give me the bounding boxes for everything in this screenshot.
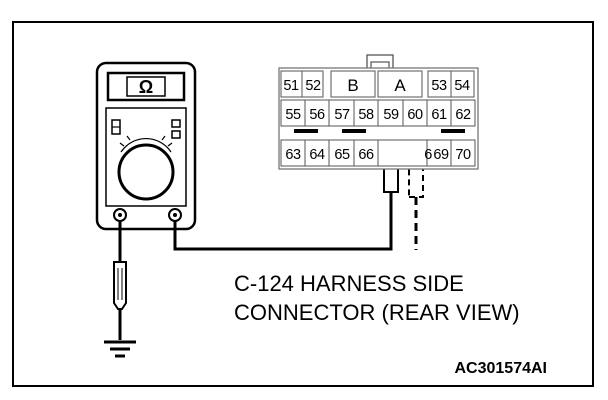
ground-lead: [104, 221, 136, 358]
pin-label-partial: 6: [424, 147, 432, 163]
pin-label-65: 65: [334, 147, 350, 163]
pin-label-69: 69: [433, 147, 449, 163]
meter-rotary-dial: [117, 143, 175, 201]
connector-bottom-row: 63 64 65 66 6 69 70: [280, 139, 476, 167]
multimeter: Ω: [95, 61, 197, 231]
ground-symbol-icon: [104, 340, 136, 358]
pin-label-60: 60: [407, 107, 423, 123]
section-label-a: A: [394, 76, 406, 95]
harness-connector: 51 52 B A 53 54 55 56 57 58 59 60 61 62: [278, 54, 479, 170]
pin-label-54: 54: [454, 78, 470, 94]
meter-mode-indicator-right-top: [171, 119, 181, 128]
caption-line-2: CONNECTOR (REAR VIEW): [234, 300, 520, 325]
ohm-symbol: Ω: [139, 77, 153, 97]
pin-label-66: 66: [358, 147, 374, 163]
meter-body: [95, 61, 197, 231]
pin-label-53: 53: [431, 78, 447, 94]
pin-label-58: 58: [358, 107, 374, 123]
ground-probe: [113, 261, 127, 310]
pin-label-59: 59: [383, 107, 399, 123]
pin-label-51: 51: [283, 78, 299, 94]
connector-middle-row: 55 56 57 58 59 60 61 62: [280, 99, 476, 127]
pin-label-63: 63: [285, 147, 301, 163]
pin-label-52: 52: [305, 78, 321, 94]
connector-header-row: 51 52 B A 53 54: [280, 70, 475, 98]
caption-line-1: C-124 HARNESS SIDE: [234, 271, 464, 296]
pin-label-70: 70: [455, 147, 471, 163]
meter-display: [106, 71, 186, 102]
figure-code: AC301574AI: [455, 360, 548, 377]
pin-label-61: 61: [431, 107, 447, 123]
pin-label-55: 55: [285, 107, 301, 123]
pin-label-57: 57: [334, 107, 350, 123]
pin-label-56: 56: [309, 107, 325, 123]
pin-label-62: 62: [455, 107, 471, 123]
diagram-border: [12, 21, 594, 387]
pin-label-64: 64: [309, 147, 325, 163]
connector-lock-bars: [294, 129, 465, 133]
section-label-b: B: [347, 76, 358, 95]
meter-face-panel: [105, 107, 187, 207]
meter-mode-indicator-right-bottom: [171, 130, 181, 139]
